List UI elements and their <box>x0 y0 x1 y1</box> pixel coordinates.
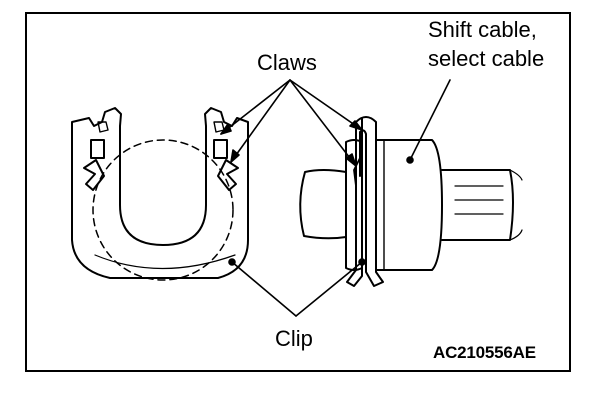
cable-shaft-right-end <box>509 169 523 241</box>
cable-shaft-right <box>441 169 514 241</box>
claws-leader-4 <box>289 79 357 167</box>
clip-inner-edge <box>94 254 236 270</box>
shift-cable-label-line1: Shift cable, <box>428 17 537 42</box>
clip-leader-left <box>231 261 297 317</box>
side-claw <box>353 157 361 187</box>
leader-lines <box>220 79 451 317</box>
clip-outline <box>71 107 249 279</box>
clip-leader-right <box>295 261 363 317</box>
clip-side-strip-inner <box>346 117 363 287</box>
clip-leader-left-dot <box>228 258 236 266</box>
cable-end-dashed-outline <box>92 139 234 281</box>
clip-label: Clip <box>275 326 313 351</box>
clip-leader-right-dot <box>358 258 366 266</box>
claws-arrowhead-1 <box>220 123 232 135</box>
claws-arrowhead-2 <box>230 149 240 163</box>
left-tab <box>97 121 109 133</box>
claws-label: Claws <box>257 50 317 75</box>
cable-end-body <box>375 139 443 271</box>
claws-leader-2 <box>230 79 291 163</box>
right-claw <box>217 159 239 191</box>
shift-cable-label-line2: select cable <box>428 46 545 71</box>
cable-shaft-left <box>299 169 347 240</box>
claws-arrowhead-4 <box>345 153 357 167</box>
figure-code: AC210556AE <box>433 343 536 362</box>
cable-side-view <box>299 116 523 287</box>
claws-leader-1 <box>220 79 291 135</box>
right-claw-window <box>213 139 228 159</box>
claws-arrowhead-3 <box>349 120 363 131</box>
shift-cable-leader-dot <box>406 156 414 164</box>
figure-frame <box>25 12 571 372</box>
claws-leader-3 <box>289 79 363 131</box>
left-claw <box>83 159 105 191</box>
left-claw-window <box>90 139 105 159</box>
shift-cable-leader <box>409 79 451 161</box>
cable-ribs <box>454 185 504 215</box>
